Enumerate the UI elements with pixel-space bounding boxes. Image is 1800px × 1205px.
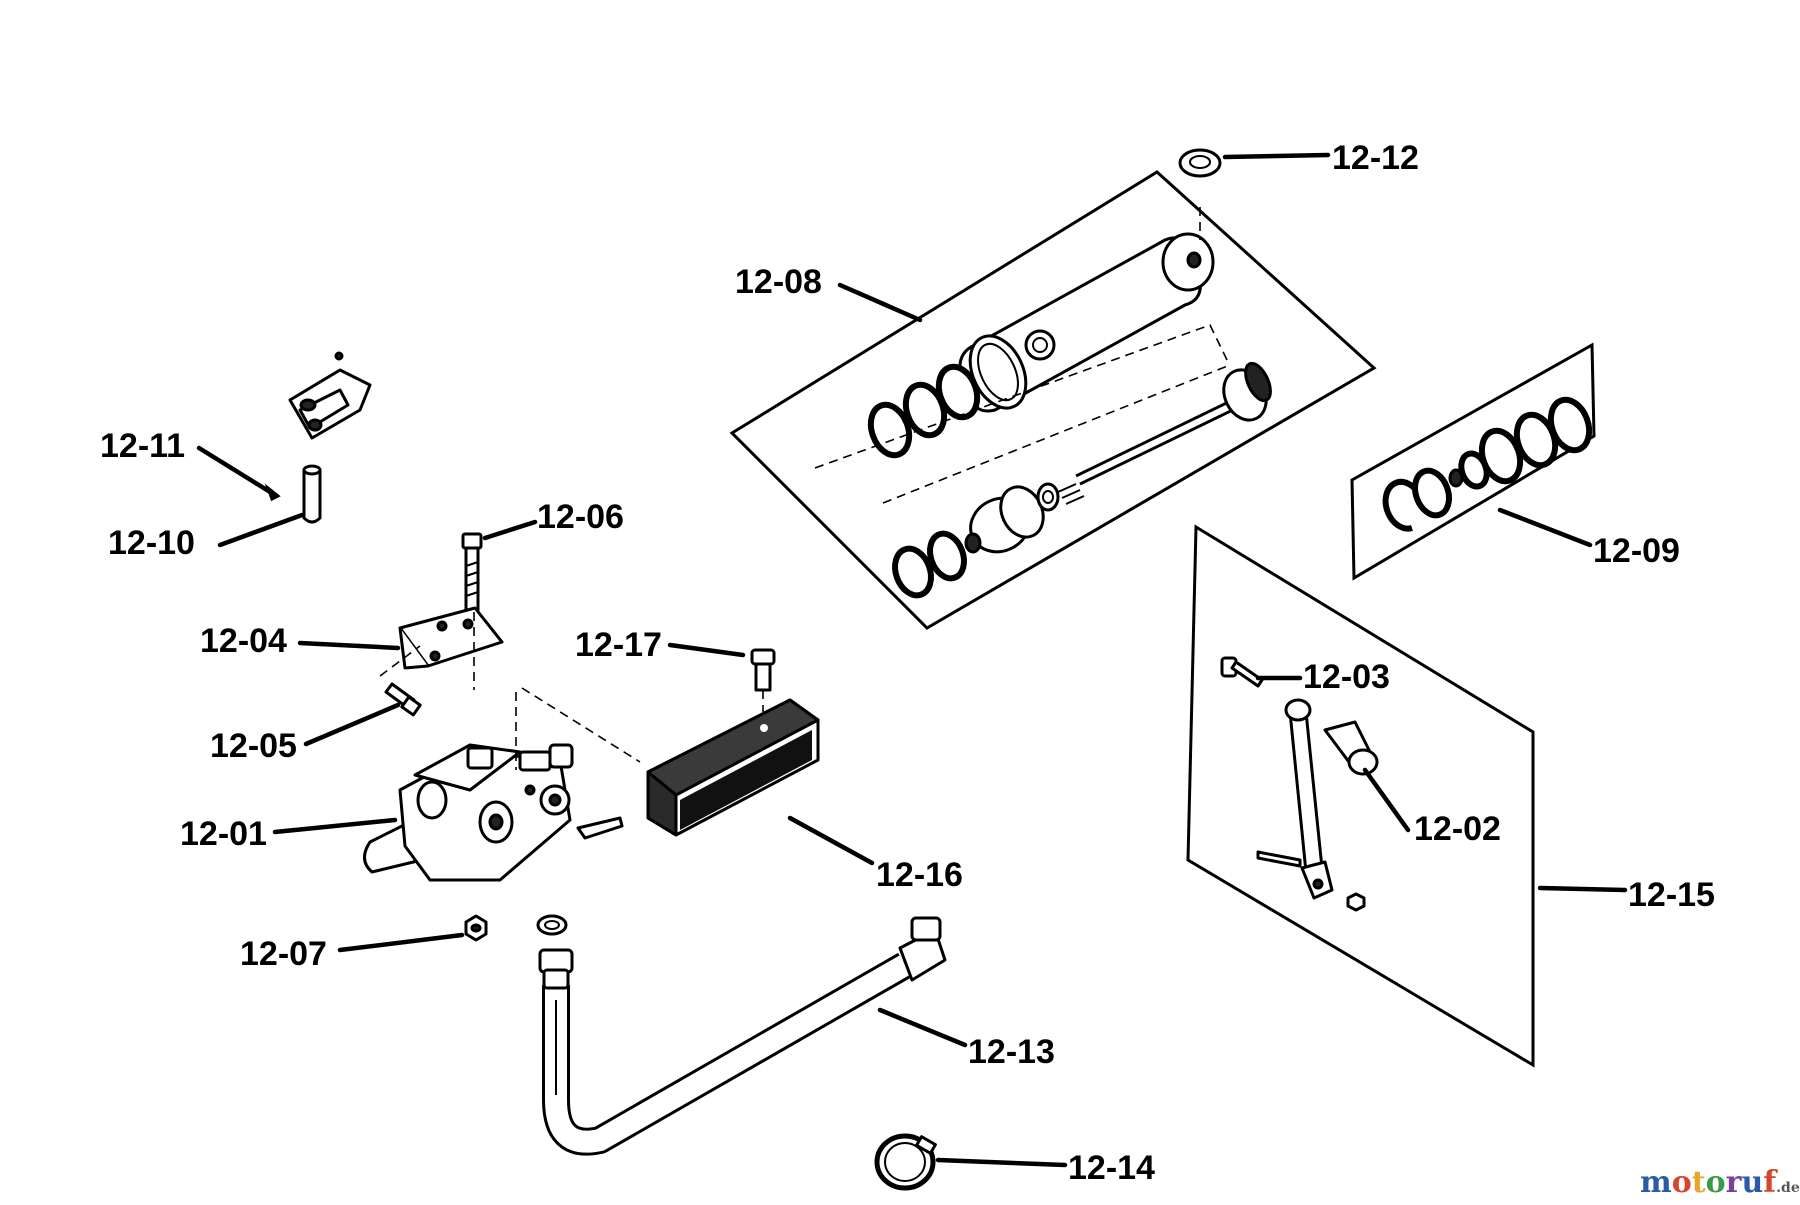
label-12-12: 12-12	[1332, 139, 1419, 177]
bolt-1217-icon	[750, 648, 776, 692]
lever-nut-icon	[1346, 892, 1366, 912]
label-12-09: 12-09	[1593, 532, 1680, 570]
label-12-08: 12-08	[735, 263, 822, 301]
label-12-10: 12-10	[108, 524, 195, 562]
label-12-05: 12-05	[210, 727, 297, 765]
control-valve-icon	[363, 743, 624, 882]
label-12-15: 12-15	[1628, 876, 1715, 914]
seal-kit-rings-icon	[1382, 396, 1593, 532]
hydraulic-cylinder-icon	[958, 232, 1215, 413]
bolt-1205-icon	[384, 682, 422, 717]
svg-text:motoruf.de: motoruf.de	[1640, 1165, 1800, 1200]
hose-clamp-icon	[874, 1133, 937, 1191]
valve-cover-icon	[646, 698, 820, 837]
watermark-logo: motoruf.de	[1640, 1165, 1800, 1200]
leader-lines	[196, 152, 1628, 1168]
seal-kit-panel	[1350, 342, 1596, 581]
piston-rod-icon	[969, 361, 1272, 554]
label-12-02: 12-02	[1414, 810, 1501, 848]
cylinder-kit-panel	[729, 170, 1377, 630]
label-12-17: 12-17	[575, 626, 662, 664]
label-12-06: 12-06	[537, 498, 624, 536]
label-12-13: 12-13	[968, 1033, 1055, 1071]
cylinder-seal-rings-icon	[867, 363, 981, 459]
label-12-03: 12-03	[1303, 658, 1390, 696]
lever-bolt-icon	[1220, 656, 1264, 688]
washer-icon	[1178, 148, 1222, 178]
watermark-suffix: .de	[1776, 1180, 1800, 1196]
watermark-letter: u	[1741, 1165, 1763, 1200]
label-12-01: 12-01	[180, 815, 267, 853]
watermark-letter: f	[1763, 1165, 1778, 1200]
watermark-letter: m	[1640, 1165, 1672, 1200]
watermark-letter: t	[1692, 1165, 1706, 1200]
label-12-04: 12-04	[200, 622, 287, 660]
clevis-pin-icon	[302, 464, 322, 524]
watermark-letter: o	[1672, 1165, 1692, 1200]
watermark-letter: o	[1706, 1165, 1726, 1200]
lever-knob-icon	[1323, 720, 1379, 776]
label-12-14: 12-14	[1068, 1149, 1155, 1187]
label-12-16: 12-16	[876, 856, 963, 894]
clevis-icon	[288, 351, 372, 440]
mounting-bracket-icon	[398, 606, 504, 670]
hydraulic-hose-icon	[538, 916, 947, 1156]
label-12-11: 12-11	[100, 427, 185, 465]
watermark-letter: r	[1726, 1165, 1743, 1200]
lever-kit-panel	[1186, 524, 1535, 1068]
piston-seals-icon	[892, 530, 982, 599]
control-lever-icon	[1256, 698, 1334, 900]
nut-icon	[464, 914, 488, 942]
part-labels: 12-12 12-08 12-09 12-03 12-02 12-15 12-1…	[100, 139, 1715, 1187]
label-12-07: 12-07	[240, 935, 327, 973]
bolt-1206-icon	[461, 532, 483, 612]
lock-washer-icon	[536, 914, 568, 936]
